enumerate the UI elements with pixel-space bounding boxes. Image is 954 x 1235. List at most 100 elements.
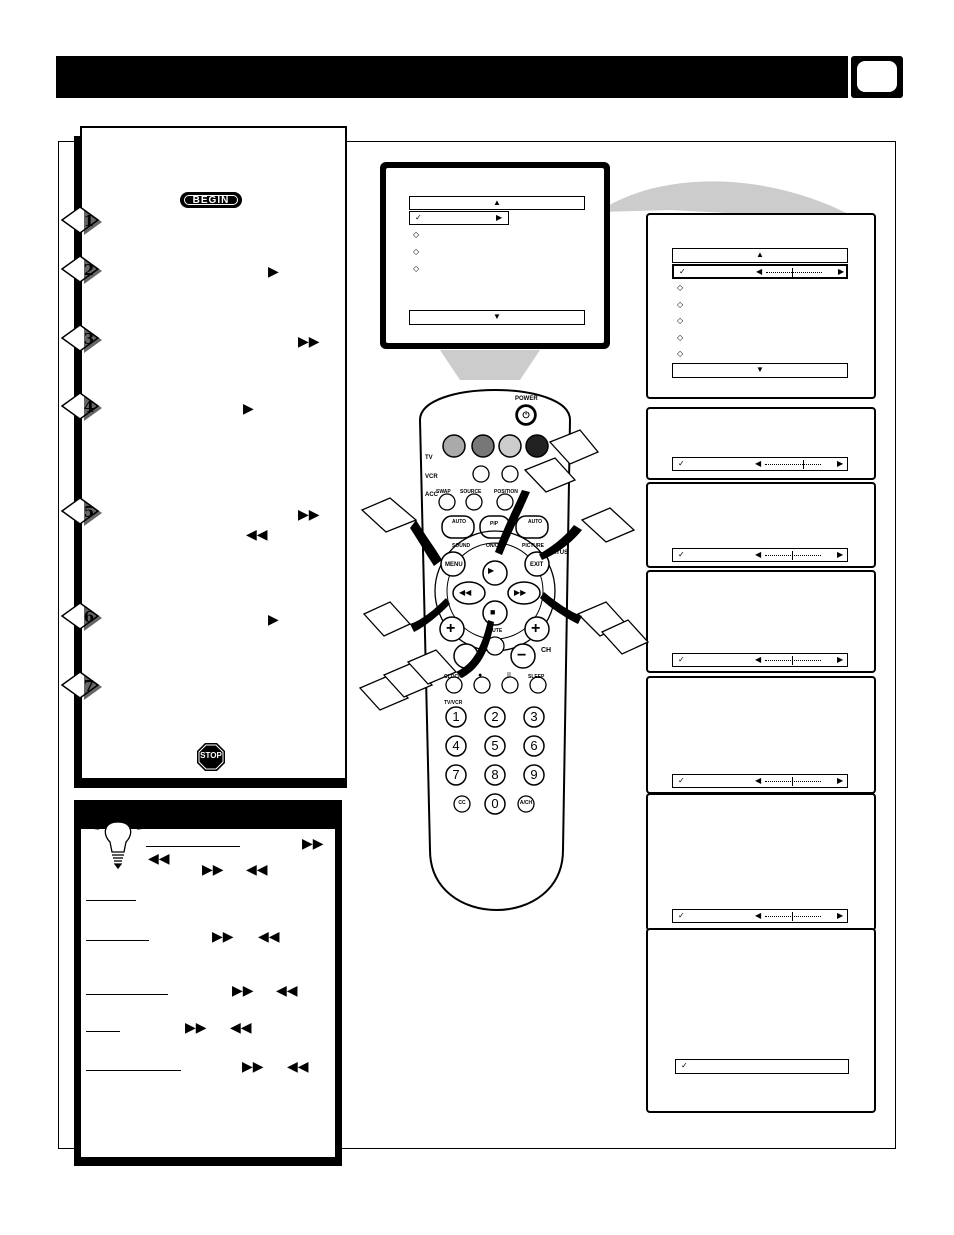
num-button-2[interactable]: 2 [491, 709, 499, 724]
ch-up-button[interactable]: + [531, 620, 541, 637]
right-arrow-icon: ▶ [837, 550, 844, 559]
tv-screen-final [646, 928, 876, 1113]
menu-item-diamond-icon: ◇ [413, 230, 420, 239]
cc-button[interactable]: CC [458, 800, 466, 806]
tv-screen-slider-5 [646, 793, 876, 931]
tip1-rew-icon: ◀◀ [246, 861, 268, 877]
check-icon: ✓ [678, 550, 685, 559]
exit-button-label[interactable]: EXIT [530, 562, 544, 568]
menu-up-bar: ▲ [409, 196, 585, 210]
tip-underline-5 [86, 1070, 181, 1071]
num-button-0[interactable]: 0 [491, 796, 499, 811]
slider-track [765, 555, 821, 556]
num-button-6[interactable]: 6 [530, 738, 538, 753]
fastforward-button-icon[interactable]: ▶▶ [514, 588, 527, 597]
pause-icon: II [507, 672, 511, 679]
check-icon: ✓ [681, 1061, 688, 1070]
mode-acc-label: ACC [425, 492, 438, 498]
dpad-up-icon[interactable]: ▶ [488, 566, 495, 575]
slider-row-3[interactable]: ✓ ◀ ▶ [672, 653, 848, 667]
ach-button[interactable]: A/CH [519, 800, 533, 806]
power-button[interactable]: ⏻ [516, 405, 536, 425]
step-badge-5 [60, 497, 102, 526]
sound-label: SOUND [452, 543, 471, 549]
check-icon: ✓ [678, 655, 685, 664]
menu-item-diamond-icon: ◇ [677, 316, 684, 325]
menu-item-diamond-icon: ◇ [413, 247, 420, 256]
check-icon: ✓ [678, 911, 685, 920]
left-arrow-icon: ◀ [755, 550, 762, 559]
right-arrow-icon: ▶ [837, 459, 844, 468]
right-arrow-icon: ▶ [838, 267, 845, 276]
instructions-panel [80, 126, 347, 780]
menu-item-diamond-icon: ◇ [677, 333, 684, 342]
step-num-5: 5 [83, 503, 95, 521]
ch-down-button[interactable]: − [517, 647, 527, 664]
step4-right-arrow-icon: ▶ [243, 400, 254, 416]
slider-thumb [792, 551, 793, 560]
tip-underline-4 [86, 1031, 120, 1032]
pip-label: PIP [490, 521, 499, 527]
tip3-rew-icon: ◀◀ [276, 982, 298, 998]
step5-rew-arrow-icon: ◀◀ [246, 526, 268, 542]
menu-button-label[interactable]: MENU [445, 562, 463, 568]
stop-button-icon[interactable]: ■ [490, 607, 496, 617]
step-num-4: 4 [83, 398, 95, 416]
check-icon: ✓ [679, 267, 686, 276]
num-button-8[interactable]: 8 [491, 767, 499, 782]
slider-row-4[interactable]: ✓ ◀ ▶ [672, 774, 848, 788]
record-icon: ● [478, 672, 483, 679]
tip1-ff-icon: ▶▶ [202, 861, 224, 877]
menu-item-diamond-icon: ◇ [677, 283, 684, 292]
step-badge-6 [60, 602, 102, 631]
step-badge-7 [60, 671, 102, 700]
step-badge-4 [60, 392, 102, 421]
menu-item-diamond-icon: ◇ [413, 264, 420, 273]
step2-right-arrow-icon: ▶ [268, 263, 279, 279]
slider-row-1[interactable]: ✓ ◀ ▶ [672, 457, 848, 471]
slider-row-2[interactable]: ✓ ◀ ▶ [672, 548, 848, 562]
slider-track [765, 660, 821, 661]
tv-icon [851, 56, 903, 98]
check-icon: ✓ [415, 213, 422, 222]
tip-panel [80, 828, 336, 1158]
rewind-button-icon[interactable]: ◀◀ [459, 588, 472, 597]
left-arrow-icon: ◀ [755, 459, 762, 468]
tip4-ff-icon: ▶▶ [185, 1019, 207, 1035]
stop-label: STOP [200, 751, 222, 760]
menu-selected-item[interactable]: ✓ ▶ [409, 211, 509, 225]
clock-label: CLOCK [444, 674, 462, 680]
up-arrow-icon: ▲ [493, 198, 501, 207]
num-button-4[interactable]: 4 [452, 738, 460, 753]
auto-picture-top-label: AUTO [528, 519, 543, 525]
picture-label: PICTURE [522, 543, 544, 549]
slider-thumb [803, 460, 804, 469]
check-icon: ✓ [678, 776, 685, 785]
auto-sound-top-label: AUTO [452, 519, 467, 525]
num-button-7[interactable]: 7 [452, 767, 460, 782]
step3-ff-arrow-icon: ▶▶ [298, 333, 320, 349]
menu-item-diamond-icon: ◇ [677, 349, 684, 358]
slider-row-5[interactable]: ✓ ◀ ▶ [672, 909, 848, 923]
final-row[interactable]: ✓ [675, 1059, 849, 1074]
power-icon: ⏻ [522, 410, 530, 420]
mode-vcr-label: VCR [425, 474, 438, 480]
step-num-1: 1 [83, 212, 95, 230]
right-arrow-icon: ▶ [837, 655, 844, 664]
num-button-9[interactable]: 9 [530, 767, 538, 782]
num-button-1[interactable]: 1 [452, 709, 460, 724]
left-arrow-icon: ◀ [756, 267, 763, 276]
tip-underline-1 [86, 900, 136, 901]
step-badge-1 [60, 206, 102, 235]
vol-up-button[interactable]: + [446, 620, 456, 637]
slider-thumb [792, 268, 793, 277]
menu-item-diamond-icon: ◇ [677, 300, 684, 309]
picture-selected-row[interactable]: ✓ ◀ ▶ [672, 264, 848, 279]
num-button-3[interactable]: 3 [530, 709, 538, 724]
slider-thumb [792, 656, 793, 665]
right-arrow-icon: ▶ [496, 213, 503, 222]
picture-down-bar: ▼ [672, 363, 848, 378]
step-num-7: 7 [83, 677, 95, 695]
num-button-5[interactable]: 5 [491, 738, 499, 753]
slider-thumb [792, 912, 793, 921]
